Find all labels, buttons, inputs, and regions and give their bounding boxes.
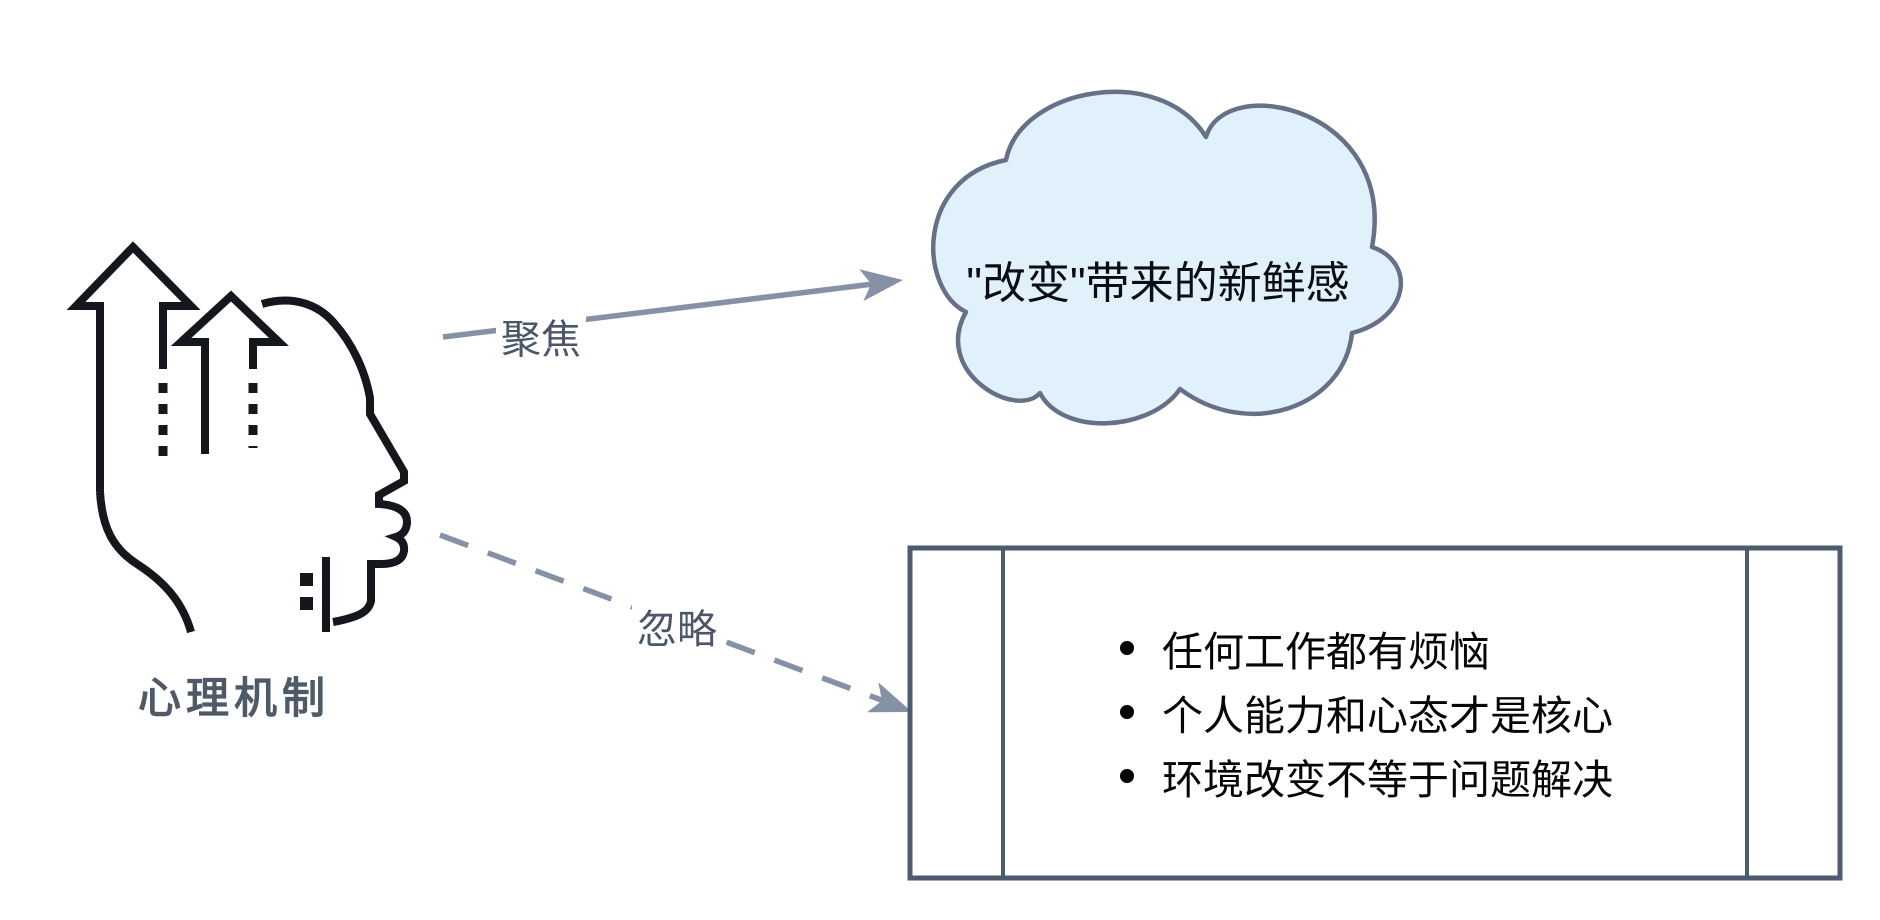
- cloud-node-label-text: "改变"带来的新鲜感: [966, 259, 1350, 308]
- bullet-text: 环境改变不等于问题解决: [1162, 757, 1613, 803]
- focus-arrowhead-icon: [859, 269, 903, 302]
- list-item: 环境改变不等于问题解决: [1098, 744, 1746, 808]
- head-node-label: 心理机制: [138, 675, 330, 723]
- panel-shape: [907, 545, 1843, 881]
- face-detail-dot: [300, 597, 313, 610]
- ignore-edge-label: 忽略: [632, 596, 722, 656]
- ignore-arrowhead-icon: [867, 682, 912, 713]
- panel-bullet-list: 任何工作都有烦恼 个人能力和心态才是核心 环境改变不等于问题解决: [1098, 616, 1746, 808]
- ignore-arrow-line: [439, 532, 885, 704]
- panel-rectangle: [907, 545, 1843, 881]
- head-profile-icon: [66, 241, 411, 634]
- bullet-dot-icon: [1120, 641, 1134, 655]
- cloud-node-label: "改变"带来的新鲜感: [938, 250, 1378, 308]
- bullet-dot-icon: [1120, 705, 1134, 719]
- focus-edge-label-text: 聚焦: [501, 318, 581, 362]
- focus-edge-label: 聚焦: [496, 306, 586, 366]
- ignore-edge-label-text: 忽略: [637, 608, 717, 652]
- bullet-text: 任何工作都有烦恼: [1162, 629, 1490, 675]
- ignore-arrow: [439, 532, 912, 713]
- cloud-shape: [931, 89, 1404, 426]
- bullet-text: 个人能力和心态才是核心: [1162, 693, 1613, 739]
- big-up-arrow-icon: [66, 241, 201, 492]
- small-up-arrow-icon: [170, 290, 289, 454]
- neck-back-outline: [96, 491, 195, 634]
- list-item: 任何工作都有烦恼: [1098, 616, 1746, 680]
- bullet-dot-icon: [1120, 769, 1134, 783]
- list-item: 个人能力和心态才是核心: [1098, 680, 1746, 744]
- face-profile-outline: [260, 296, 411, 626]
- face-detail-dot: [300, 573, 313, 586]
